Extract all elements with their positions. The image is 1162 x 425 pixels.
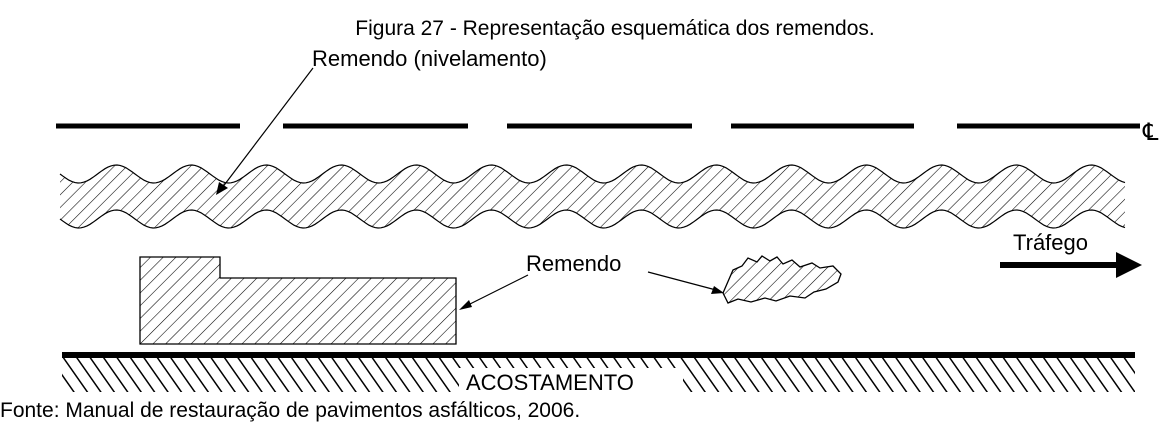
shoulder	[62, 352, 1135, 394]
traffic-label: Tráfego	[1013, 230, 1088, 255]
leveling-patch-label: Remendo (nivelamento)	[312, 46, 547, 71]
traffic-arrow-icon	[1000, 252, 1142, 278]
leveling-patch-leader	[216, 67, 314, 195]
patch-leader-left	[459, 274, 529, 310]
leveling-patch	[59, 164, 1126, 229]
patch-leader-right	[647, 271, 724, 294]
centerline-symbol: ℄	[1142, 119, 1159, 146]
irregular-patch	[722, 255, 842, 304]
figure-caption: Figura 27 - Representação esquemática do…	[355, 17, 875, 40]
shoulder-label: ACOSTAMENTO	[466, 370, 634, 395]
figure-source: Fonte: Manual de restauração de paviment…	[0, 399, 581, 422]
shoulder-label-background	[459, 368, 683, 394]
rectangular-patch	[139, 256, 457, 345]
patch-label: Remendo	[526, 251, 621, 276]
